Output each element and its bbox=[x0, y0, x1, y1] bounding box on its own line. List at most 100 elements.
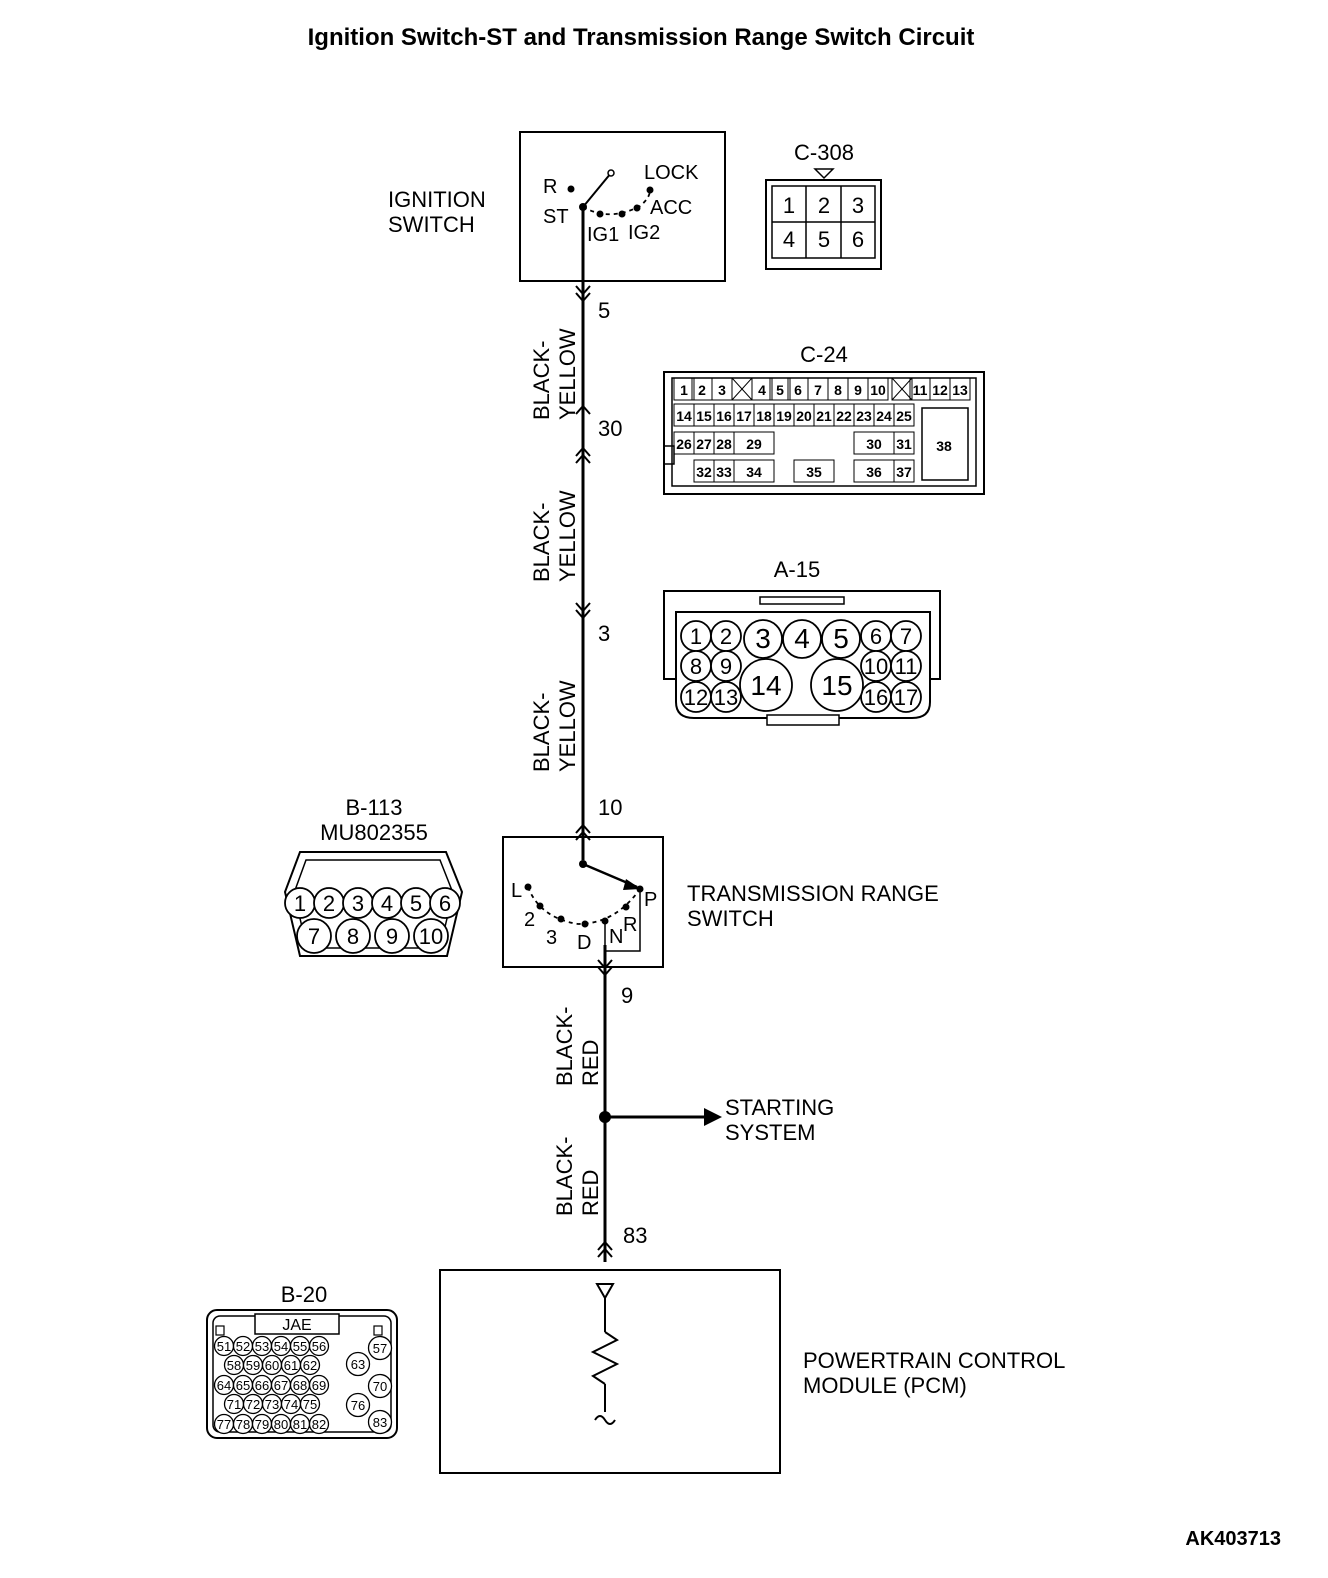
starting-system-label: STARTING bbox=[725, 1095, 834, 1120]
svg-text:YELLOW: YELLOW bbox=[555, 328, 580, 420]
b20-pin-60: 60 bbox=[265, 1358, 279, 1373]
wire-color-2: BLACK- YELLOW bbox=[529, 490, 580, 582]
c24-pin-26: 26 bbox=[676, 436, 692, 452]
terminal-3: 3 bbox=[598, 621, 610, 646]
trs-pos-r: R bbox=[623, 914, 637, 936]
connector-chevrons bbox=[575, 285, 613, 1258]
b20-pin-55: 55 bbox=[293, 1339, 307, 1354]
wire-color-5: BLACK- RED bbox=[552, 1137, 603, 1216]
c24-pin-13: 13 bbox=[952, 382, 968, 398]
terminal-30: 30 bbox=[598, 416, 622, 441]
ignition-switch: R ST IG1 IG2 ACC LOCK bbox=[519, 131, 726, 282]
a15-pin-6: 6 bbox=[870, 624, 882, 649]
a15-pin-12: 12 bbox=[684, 685, 708, 710]
b113-pin-5: 5 bbox=[410, 891, 422, 916]
b20-pin-77: 77 bbox=[217, 1417, 231, 1432]
c24-pin-1: 1 bbox=[680, 382, 688, 398]
c24-pin-22: 22 bbox=[836, 408, 852, 424]
pcm-label: POWERTRAIN CONTROL bbox=[803, 1348, 1065, 1373]
b113-pin-7: 7 bbox=[308, 924, 320, 949]
b20-name: B-20 bbox=[281, 1282, 327, 1307]
svg-text:YELLOW: YELLOW bbox=[555, 490, 580, 582]
c24-pin-8: 8 bbox=[834, 382, 842, 398]
a15-pin-10: 10 bbox=[864, 654, 888, 679]
c24-pin-17: 17 bbox=[736, 408, 752, 424]
b20-pin-68: 68 bbox=[293, 1378, 307, 1393]
c24-pin-19: 19 bbox=[776, 408, 792, 424]
a15-pin-14: 14 bbox=[750, 670, 781, 701]
b20-pin-82: 82 bbox=[312, 1417, 326, 1432]
b20-pin-54: 54 bbox=[274, 1339, 288, 1354]
c24-pin-7: 7 bbox=[814, 382, 822, 398]
ign-pos-st: ST bbox=[543, 206, 569, 228]
b20-pin-66: 66 bbox=[255, 1378, 269, 1393]
trs-pos-l: L bbox=[511, 880, 522, 902]
svg-text:5: 5 bbox=[818, 227, 830, 252]
b20-pin-73: 73 bbox=[265, 1397, 279, 1412]
ign-pos-ig2: IG2 bbox=[628, 222, 660, 244]
c24-pin-32: 32 bbox=[696, 464, 712, 480]
b20-pin-53: 53 bbox=[255, 1339, 269, 1354]
b20-pin-83: 83 bbox=[373, 1415, 387, 1430]
b20-pin-79: 79 bbox=[255, 1417, 269, 1432]
c24-pin-2: 2 bbox=[698, 382, 706, 398]
b20-pin-59: 59 bbox=[246, 1358, 260, 1373]
b20-pin-76: 76 bbox=[351, 1398, 365, 1413]
b113-part: MU802355 bbox=[320, 820, 428, 845]
b20-pin-75: 75 bbox=[303, 1397, 317, 1412]
b20-pin-78: 78 bbox=[236, 1417, 250, 1432]
b113-pin-9: 9 bbox=[386, 924, 398, 949]
connector-c308: 1 2 3 4 5 6 bbox=[765, 168, 882, 270]
ign-pos-acc: ACC bbox=[650, 197, 692, 219]
b113-pin-6: 6 bbox=[439, 891, 451, 916]
c24-pin-33: 33 bbox=[716, 464, 732, 480]
b20-pin-81: 81 bbox=[293, 1417, 307, 1432]
c24-pin-12: 12 bbox=[932, 382, 948, 398]
b20-maker: JAE bbox=[282, 1317, 311, 1334]
ign-pos-r: R bbox=[543, 176, 557, 198]
starting-system-branch bbox=[599, 1108, 722, 1126]
c24-pin-25: 25 bbox=[896, 408, 912, 424]
transmission-range-switch: L 2 3 D N R P bbox=[502, 836, 664, 968]
a15-pin-2: 2 bbox=[720, 624, 732, 649]
a15-pin-1: 1 bbox=[690, 624, 702, 649]
trs-pos-n: N bbox=[609, 926, 623, 948]
svg-text:BLACK-: BLACK- bbox=[529, 503, 554, 582]
wire-color-4: BLACK- RED bbox=[552, 1007, 603, 1086]
b113-pin-10: 10 bbox=[419, 924, 443, 949]
c24-pin-11: 11 bbox=[913, 382, 928, 398]
c24-pin-37: 37 bbox=[896, 464, 912, 480]
c24-pin-31: 31 bbox=[896, 436, 912, 452]
trs-label-2: SWITCH bbox=[687, 906, 774, 931]
c24-pin-18: 18 bbox=[756, 408, 772, 424]
a15-pin-8: 8 bbox=[690, 654, 702, 679]
main-wire bbox=[581, 207, 607, 1262]
c24-pin-14: 14 bbox=[676, 408, 692, 424]
c24-pin-6: 6 bbox=[794, 382, 802, 398]
c24-pin-3: 3 bbox=[718, 382, 726, 398]
a15-pin-13: 13 bbox=[714, 685, 738, 710]
svg-text:BLACK-: BLACK- bbox=[529, 693, 554, 772]
c24-pin-34: 34 bbox=[746, 464, 762, 480]
pcm-label-2: MODULE (PCM) bbox=[803, 1373, 967, 1398]
svg-text:3: 3 bbox=[852, 193, 864, 218]
svg-text:BLACK-: BLACK- bbox=[529, 341, 554, 420]
trs-pos-d: D bbox=[577, 932, 591, 954]
c24-pin-36: 36 bbox=[866, 464, 882, 480]
c24-pin-23: 23 bbox=[856, 408, 872, 424]
b20-pin-72: 72 bbox=[246, 1397, 260, 1412]
figure-code: AK403713 bbox=[1185, 1528, 1281, 1550]
b113-pin-2: 2 bbox=[323, 891, 335, 916]
c24-pin-20: 20 bbox=[796, 408, 812, 424]
b113-name: B-113 bbox=[345, 795, 402, 820]
terminal-9: 9 bbox=[621, 983, 633, 1008]
svg-text:RED: RED bbox=[578, 1040, 603, 1086]
b20-pin-51: 51 bbox=[217, 1339, 231, 1354]
c24-pin-27: 27 bbox=[696, 436, 712, 452]
c24-pin-21: 21 bbox=[816, 408, 832, 424]
b20-pin-70: 70 bbox=[373, 1379, 387, 1394]
b20-pin-58: 58 bbox=[227, 1358, 241, 1373]
b20-pin-64: 64 bbox=[217, 1378, 231, 1393]
